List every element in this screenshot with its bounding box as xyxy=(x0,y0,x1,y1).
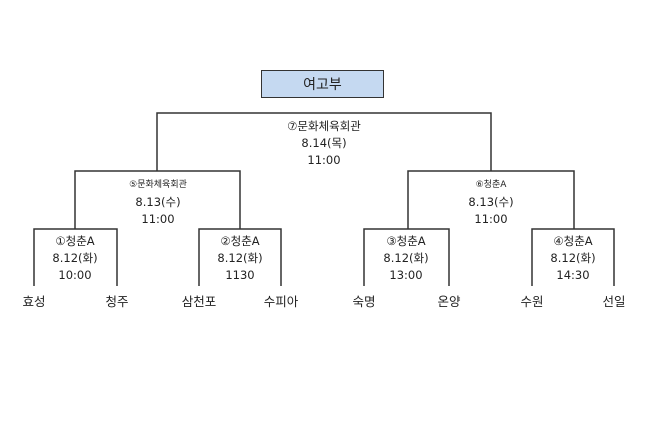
team-label: 청주 xyxy=(105,294,129,309)
match-time: 11:00 xyxy=(141,212,175,226)
match-date: 8.12(화) xyxy=(217,251,263,265)
team-label: 선일 xyxy=(602,294,626,309)
match-time: 1130 xyxy=(225,268,255,282)
match2-bracket-line xyxy=(198,228,282,286)
match-time: 13:00 xyxy=(389,268,423,282)
final-bracket-line xyxy=(156,112,492,171)
division-title: 여고부 xyxy=(261,70,384,98)
team-label: 숙명 xyxy=(352,294,376,309)
match-date: 8.14(목) xyxy=(301,136,347,150)
match-time: 11:00 xyxy=(474,212,508,226)
match-date: 8.13(수) xyxy=(135,195,181,209)
match-time: 11:00 xyxy=(307,153,341,167)
match1-bracket-line xyxy=(33,228,118,286)
team-label: 삼천포 xyxy=(181,294,217,309)
match-4: ④청춘A 8.12(화) 14:30 xyxy=(493,233,647,284)
match-7: ⑦문화체육회관 8.14(목) 11:00 xyxy=(244,118,404,169)
match-venue: ①청춘A xyxy=(55,234,95,248)
match-date: 8.12(화) xyxy=(550,251,596,265)
match-1: ①청춘A 8.12(화) 10:00 xyxy=(0,233,155,284)
match3-bracket-line xyxy=(363,228,450,286)
match-5: ⑤문화체육회관 8.13(수) 11:00 xyxy=(78,177,238,228)
match-venue: ②청춘A xyxy=(220,234,260,248)
match-date: 8.13(수) xyxy=(468,195,514,209)
match-time: 14:30 xyxy=(556,268,590,282)
semi-left-bracket-line xyxy=(74,170,241,229)
match-venue: ③청춘A xyxy=(386,234,426,248)
team-label: 수피아 xyxy=(263,294,299,309)
match-venue: ⑤문화체육회관 xyxy=(129,180,187,190)
match-date: 8.12(화) xyxy=(383,251,429,265)
team-label: 효성 xyxy=(22,294,46,309)
match-time: 10:00 xyxy=(58,268,92,282)
match-3: ③청춘A 8.12(화) 13:00 xyxy=(326,233,486,284)
team-label: 수원 xyxy=(520,294,544,309)
match-2: ②청춘A 8.12(화) 1130 xyxy=(160,233,320,284)
match4-bracket-line xyxy=(531,228,615,286)
match-venue: ④청춘A xyxy=(553,234,593,248)
team-label: 온양 xyxy=(437,294,461,309)
semi-right-bracket-line xyxy=(407,170,575,229)
match-6: ⑥청춘A 8.13(수) 11:00 xyxy=(411,177,571,228)
match-venue: ⑥청춘A xyxy=(475,180,507,190)
match-date: 8.12(화) xyxy=(52,251,98,265)
match-venue: ⑦문화체육회관 xyxy=(287,119,361,133)
